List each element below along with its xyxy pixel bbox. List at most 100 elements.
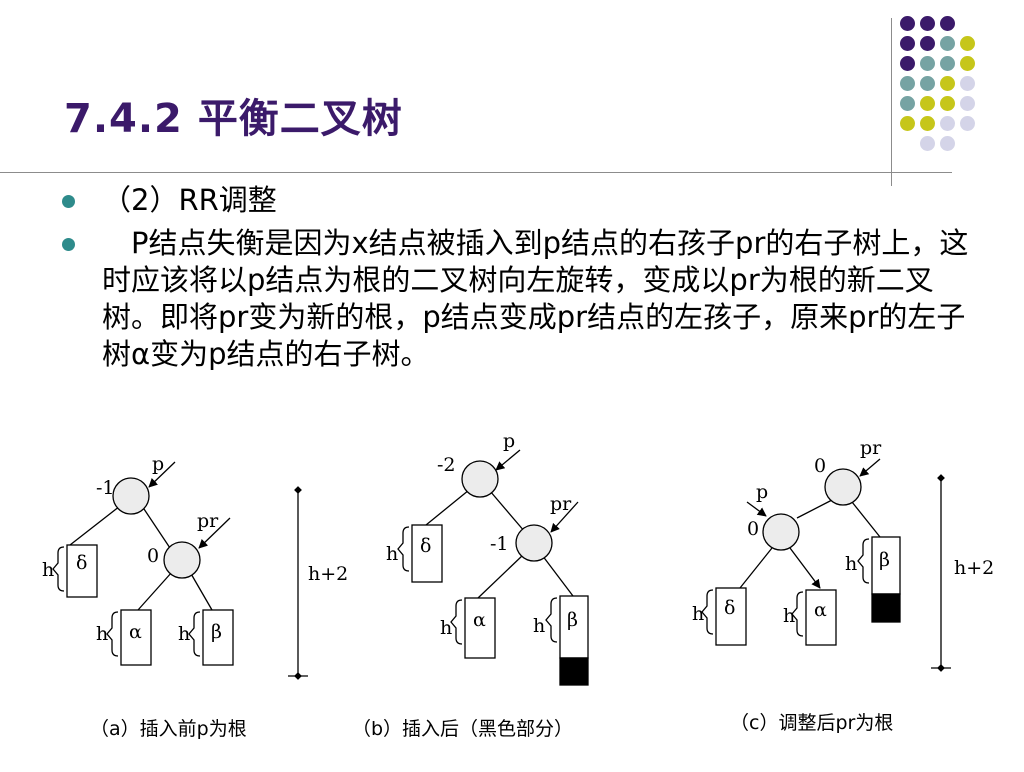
node-pr xyxy=(824,468,862,506)
edge xyxy=(189,571,213,611)
decorative-dot xyxy=(920,116,935,131)
height-label: h+2 xyxy=(954,557,994,579)
subtree-alpha xyxy=(464,597,496,659)
decorative-dot xyxy=(960,56,975,71)
subtree-label: δ xyxy=(76,552,87,574)
brace xyxy=(106,611,119,657)
caption-c: （c）调整后pr为根 xyxy=(730,712,894,734)
balance-factor: 0 xyxy=(814,455,826,477)
h-label: h xyxy=(386,543,398,565)
brace xyxy=(857,538,870,584)
decorative-dot xyxy=(960,76,975,91)
subtree-alpha xyxy=(120,609,152,666)
bullet-text: （2）RR调整 xyxy=(102,183,277,217)
brace xyxy=(450,599,463,645)
subtree-label: β xyxy=(879,549,890,571)
node-p xyxy=(461,460,499,498)
edge xyxy=(69,505,121,546)
caption-b: （b）插入后（黑色部分） xyxy=(352,718,574,740)
subtree-label: β xyxy=(211,621,222,643)
bullet-text: P结点失衡是因为x结点被插入到p结点的右孩子pr的右子树上，这时应该将以p结点为… xyxy=(102,226,969,371)
decorative-dot xyxy=(940,16,955,31)
decorative-dot xyxy=(900,16,915,31)
decorative-dot xyxy=(920,96,935,111)
brace xyxy=(545,597,558,643)
pointer-arrow xyxy=(198,517,231,549)
subtree-delta xyxy=(66,544,98,598)
brace xyxy=(52,546,65,592)
edge xyxy=(477,554,524,599)
pointer-arrow xyxy=(148,461,176,488)
edge xyxy=(541,554,574,597)
figure-b xyxy=(397,449,589,686)
edge xyxy=(489,490,526,533)
decorative-dot xyxy=(940,96,955,111)
bullet-item: P结点失衡是因为x结点被插入到p结点的右孩子pr的右子树上，这时应该将以p结点为… xyxy=(60,225,972,373)
h-label: h xyxy=(42,559,54,581)
decorative-dot xyxy=(900,116,915,131)
label-p: p xyxy=(152,453,164,475)
bullet-icon xyxy=(62,195,75,208)
brace xyxy=(701,589,714,635)
bullet-list: （2）RR调整 P结点失衡是因为x结点被插入到p结点的右孩子pr的右子树上，这时… xyxy=(60,182,980,379)
edge xyxy=(425,489,470,526)
balance-factor: -2 xyxy=(437,454,456,476)
decorative-dot xyxy=(900,76,915,91)
brace xyxy=(791,591,804,637)
brace xyxy=(188,611,201,657)
decorative-dot xyxy=(960,96,975,111)
decorative-dot xyxy=(920,136,935,151)
node-p xyxy=(762,513,800,551)
balance-factor: 0 xyxy=(147,545,159,567)
decorative-dot xyxy=(940,76,955,91)
h-label: h xyxy=(783,605,795,627)
decorative-dot xyxy=(900,36,915,51)
pointer-arrow xyxy=(859,458,881,477)
slide-title: 7.4.2 平衡二叉树 xyxy=(64,96,403,142)
subtree-label: α xyxy=(473,609,486,631)
edge xyxy=(796,499,833,519)
inserted-node-block xyxy=(559,657,589,686)
label-pr: pr xyxy=(550,493,572,515)
pointer-arrow xyxy=(746,501,767,517)
node-p xyxy=(112,477,150,515)
node-pr xyxy=(163,541,201,579)
edge xyxy=(851,501,881,538)
title-divider xyxy=(0,172,952,173)
decorative-dot xyxy=(900,96,915,111)
bullet-item: （2）RR调整 xyxy=(60,182,980,219)
decorative-dot xyxy=(940,36,955,51)
edge xyxy=(739,547,773,589)
node-pr xyxy=(515,524,553,562)
decorative-dot xyxy=(940,136,955,151)
decorative-dot xyxy=(940,56,955,71)
h-label: h xyxy=(440,617,452,639)
subtree-label: α xyxy=(129,621,142,643)
label-p: p xyxy=(503,430,515,452)
subtree-label: δ xyxy=(724,597,735,619)
label-pr: pr xyxy=(197,510,219,532)
edge xyxy=(137,571,173,611)
h-label: h xyxy=(178,623,190,645)
decorative-dot xyxy=(960,36,975,51)
balance-factor: -1 xyxy=(490,533,509,555)
subtree-alpha xyxy=(805,589,837,646)
label-pr: pr xyxy=(860,437,882,459)
balance-factor: 0 xyxy=(747,518,759,540)
h-label: h xyxy=(692,603,704,625)
brace xyxy=(397,526,410,572)
edge xyxy=(789,547,821,589)
h-label: h xyxy=(96,623,108,645)
height-label: h+2 xyxy=(308,563,348,585)
decorative-dot xyxy=(940,116,955,131)
decorative-dot xyxy=(920,56,935,71)
pointer-arrow xyxy=(495,449,521,471)
figure-c xyxy=(701,458,951,672)
subtree-delta xyxy=(411,524,443,583)
inserted-node-block xyxy=(871,593,901,623)
decorative-dot xyxy=(920,16,935,31)
h-label: h xyxy=(533,615,545,637)
label-p: p xyxy=(756,481,768,503)
balance-factor: -1 xyxy=(96,477,115,499)
h-label: h xyxy=(845,553,857,575)
